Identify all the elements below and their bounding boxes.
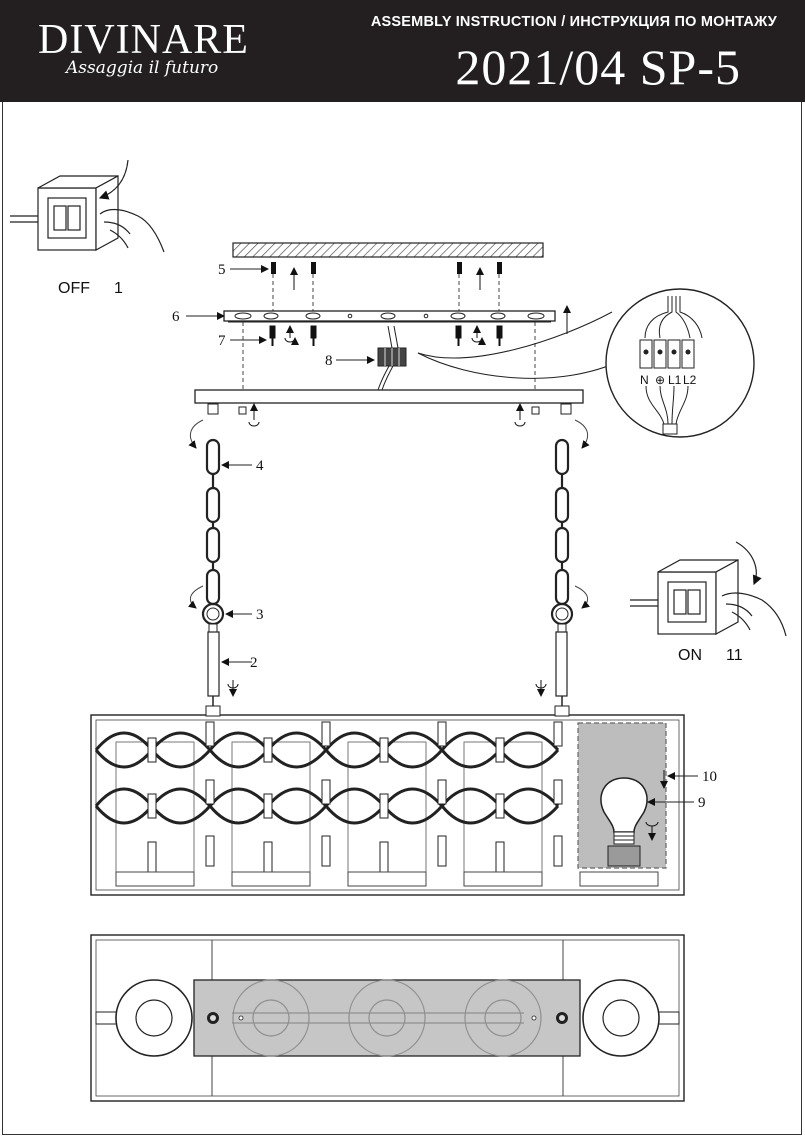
callout-2: 2 <box>250 655 258 671</box>
model-code: 2021/04 SP-5 <box>455 39 741 95</box>
callout-10: 10 <box>702 769 717 785</box>
mounting-bracket <box>223 310 556 323</box>
canopy <box>194 389 584 404</box>
chain-left <box>205 438 221 606</box>
switch-off-illustration <box>10 159 165 253</box>
switch-off-step: 1 <box>114 280 123 297</box>
chain-right <box>554 438 570 606</box>
document-subtitle: ASSEMBLY INSTRUCTION / ИНСТРУКЦИЯ ПО МОН… <box>370 14 777 30</box>
terminal-label-n: N <box>640 373 649 387</box>
callout-9: 9 <box>698 795 706 811</box>
page-frame <box>2 102 802 1135</box>
luminaire-top-view <box>90 934 685 1102</box>
switch-on-label: ON <box>678 647 702 664</box>
callout-8: 8 <box>325 353 333 369</box>
suspension-rods <box>207 631 568 697</box>
switch-off-label: OFF <box>58 280 90 297</box>
callout-5: 5 <box>218 262 226 278</box>
callout-3: 3 <box>256 607 264 623</box>
terminal-label-ground: ⊕ <box>655 373 665 387</box>
switch-on-step: 11 <box>726 647 743 664</box>
bracket-screws <box>269 325 503 346</box>
brand-tagline: Assaggia il futuro <box>66 58 219 78</box>
terminal-label-l1: L1 <box>668 373 682 387</box>
wire-connector <box>377 325 407 391</box>
callout-6: 6 <box>172 309 180 325</box>
terminal-block-zoom: N ⊕ L1 L2 <box>605 288 755 438</box>
switch-on-illustration <box>630 541 787 637</box>
callout-4: 4 <box>256 458 264 474</box>
header-bar: DIVINARE Assaggia il futuro ASSEMBLY INS… <box>0 0 805 102</box>
wall-anchors <box>271 262 502 274</box>
bulb-compartment <box>577 722 668 869</box>
ceiling <box>232 242 544 258</box>
callout-7: 7 <box>218 333 226 349</box>
terminal-label-l2: L2 <box>683 373 697 387</box>
brand-logo: DIVINARE <box>38 17 249 63</box>
